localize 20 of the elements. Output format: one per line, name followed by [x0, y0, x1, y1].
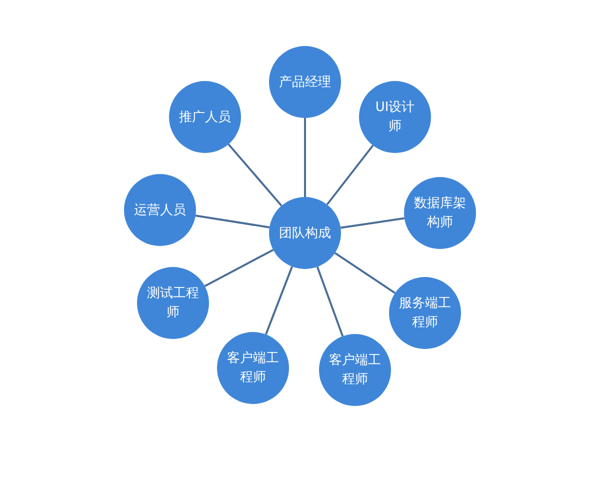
node-label: 数据库架构师: [414, 195, 466, 232]
node-label: 运营人员: [134, 202, 186, 220]
connector-line: [340, 217, 405, 229]
connector-line: [334, 252, 396, 294]
connector-line: [265, 266, 293, 335]
connector-line: [326, 144, 374, 206]
node-label: UI设计师: [374, 99, 416, 136]
connector-line: [195, 214, 270, 228]
connector-line: [204, 248, 274, 288]
node-label: 产品经理: [279, 74, 331, 92]
node-label: 推广人员: [179, 108, 231, 126]
node-label: 服务端工程师: [399, 295, 451, 332]
node-label: 客户端工程师: [227, 350, 279, 387]
circle-node: [269, 197, 341, 269]
connector-line: [304, 118, 306, 197]
node-label: 测试工程师: [147, 285, 199, 322]
node-label: 客户端工程师: [329, 352, 381, 389]
connector-line: [228, 144, 282, 206]
connector-line: [316, 266, 344, 337]
node-label: 团队构成: [279, 224, 331, 242]
